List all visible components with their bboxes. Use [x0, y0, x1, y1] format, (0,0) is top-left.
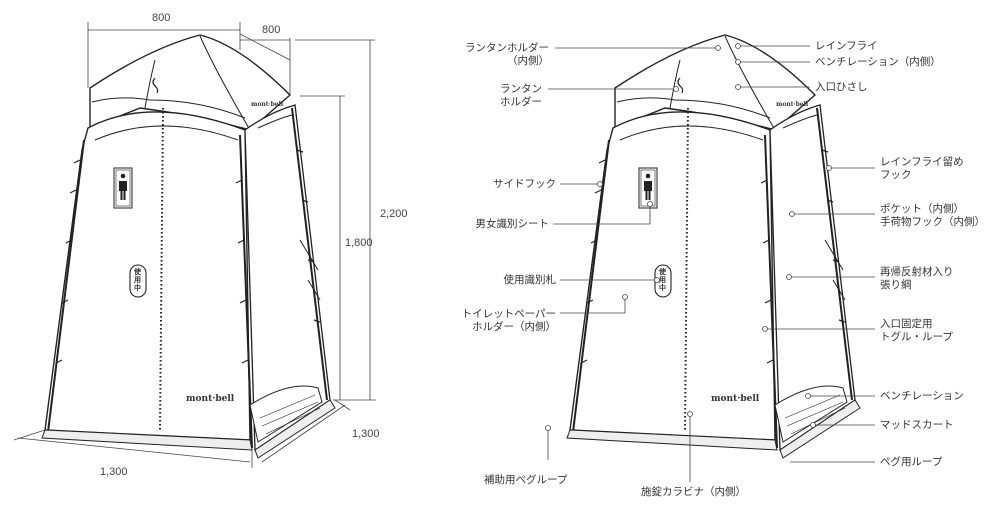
occupied-sign-left: 使用中	[134, 268, 141, 292]
dim-depth-base: 1,300	[352, 428, 380, 440]
dim-width-base: 1,300	[100, 466, 128, 478]
label-lantern-holder-inner: ランタンホルダー （内側）	[465, 42, 549, 67]
dim-height-total: 2,200	[380, 208, 408, 220]
label-occupied-tag: 使用識別札	[503, 274, 557, 286]
label-side-hook: サイドフック	[493, 178, 556, 190]
label-aux-peg-loop: 補助用ペグループ	[484, 474, 568, 486]
leader-lines	[547, 45, 875, 482]
label-lock-carabiner: 施錠カラビナ（内側）	[641, 486, 746, 498]
label-toggle-loop: 入口固定用 トグル・ループ	[880, 318, 953, 343]
label-gender-sheet: 男女識別シート	[475, 218, 550, 230]
brand-logo-right-small: mont·bell	[776, 101, 809, 108]
label-rainfly-hook: レインフライ留め フック	[880, 156, 964, 181]
occupied-sign-right: 使用中	[659, 268, 666, 292]
label-lantern-holder: ランタン ホルダー	[500, 83, 542, 108]
label-reflective-cord: 再帰反射材入り 張り綱	[880, 266, 954, 291]
dimension-lines	[13, 22, 376, 468]
label-entrance-eave: 入口ひさし	[815, 81, 868, 93]
label-peg-loop: ペグ用ループ	[880, 456, 943, 468]
label-ventilation-inner: ベンチレーション（内側）	[815, 56, 941, 68]
dim-width-front: 800	[152, 12, 171, 24]
brand-logo-left: mont·bell	[186, 394, 235, 404]
label-pocket: ポケット（内側） 手荷物フック（内側）	[880, 203, 985, 228]
dim-depth-top: 800	[262, 24, 281, 36]
label-ventilation: ベンチレーション	[880, 390, 964, 402]
brand-logo-left-small: mont·bell	[251, 101, 284, 108]
dim-height-body: 1,800	[345, 237, 373, 249]
label-paper-holder: トイレットペーパー ホルダー（内側）	[461, 308, 556, 333]
label-rainfly: レインフライ	[815, 40, 878, 52]
label-mud-skirt: マッドスカート	[880, 419, 954, 431]
callout-markers	[545, 43, 832, 431]
brand-logo-right: mont·bell	[711, 394, 760, 404]
